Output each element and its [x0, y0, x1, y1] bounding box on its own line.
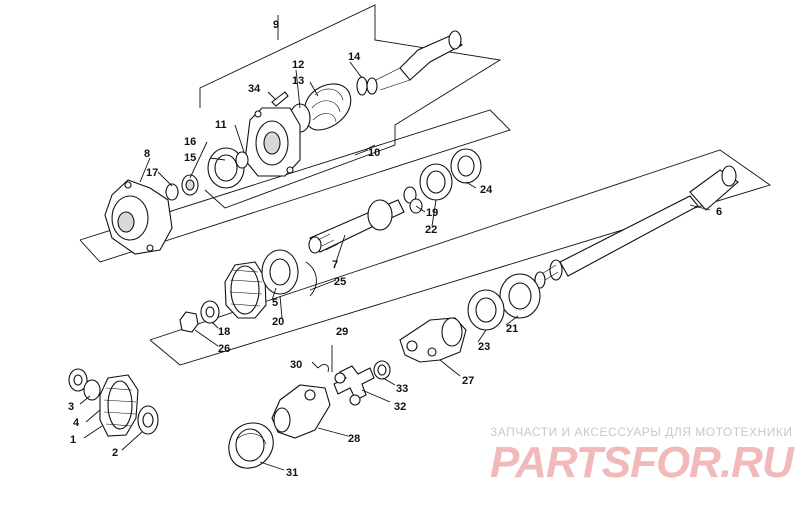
- group-frames: [79, 4, 772, 366]
- callout-18: 18: [218, 326, 230, 338]
- callout-33: 33: [396, 383, 408, 395]
- callout-5: 5: [272, 297, 278, 309]
- callout-9: 9: [273, 19, 279, 31]
- callout-22: 22: [425, 224, 437, 236]
- callout-21: 21: [506, 323, 518, 335]
- callout-7: 7: [332, 259, 338, 271]
- lower-left-gear: [68, 368, 159, 437]
- callout-14: 14: [348, 51, 361, 63]
- callout-16: 16: [184, 136, 196, 148]
- universal-joint: [317, 345, 391, 406]
- callout-3: 3: [68, 401, 74, 413]
- yoke-27: [399, 317, 467, 363]
- callout-17: 17: [146, 167, 158, 179]
- watermark-logo: PARTSFOR.RU: [490, 438, 794, 487]
- callout-1: 1: [70, 434, 76, 446]
- callout-2: 2: [112, 447, 118, 459]
- callout-12: 12: [292, 59, 304, 71]
- callout-30: 30: [290, 359, 302, 371]
- leader-lines: [79, 15, 711, 471]
- callout-31: 31: [286, 467, 298, 479]
- callout-20: 20: [272, 316, 284, 328]
- callout-15: 15: [184, 152, 196, 164]
- callout-8: 8: [144, 148, 150, 160]
- hub-assembly: [104, 174, 199, 255]
- gear-assembly: [179, 249, 317, 333]
- bearing-pair: [467, 273, 541, 331]
- callout-32: 32: [394, 401, 406, 413]
- long-driveshaft: [534, 165, 739, 289]
- callout-26: 26: [218, 343, 230, 355]
- callout-11: 11: [215, 119, 227, 131]
- callout-29: 29: [336, 326, 348, 338]
- callout-10: 10: [368, 147, 380, 159]
- middle-shaft-assembly: [308, 148, 482, 254]
- watermark-tagline: ЗАПЧАСТИ И АКСЕССУАРЫ ДЛЯ МОТОТЕХНИКИ: [490, 425, 793, 439]
- callout-27: 27: [462, 375, 474, 387]
- callout-19: 19: [426, 207, 438, 219]
- callout-24: 24: [480, 184, 493, 196]
- callout-23: 23: [478, 341, 490, 353]
- boot-31: [228, 422, 274, 469]
- callout-6: 6: [716, 206, 722, 218]
- callouts: 9 34 12 13 14 11 16 15 8 17 10 24 19 22 …: [68, 19, 722, 479]
- upper-axle-assembly: [207, 30, 463, 189]
- callout-13: 13: [292, 75, 304, 87]
- callout-4: 4: [73, 417, 80, 429]
- callout-25: 25: [334, 276, 346, 288]
- callout-28: 28: [348, 433, 360, 445]
- yoke-28: [271, 384, 331, 439]
- callout-34: 34: [248, 83, 261, 95]
